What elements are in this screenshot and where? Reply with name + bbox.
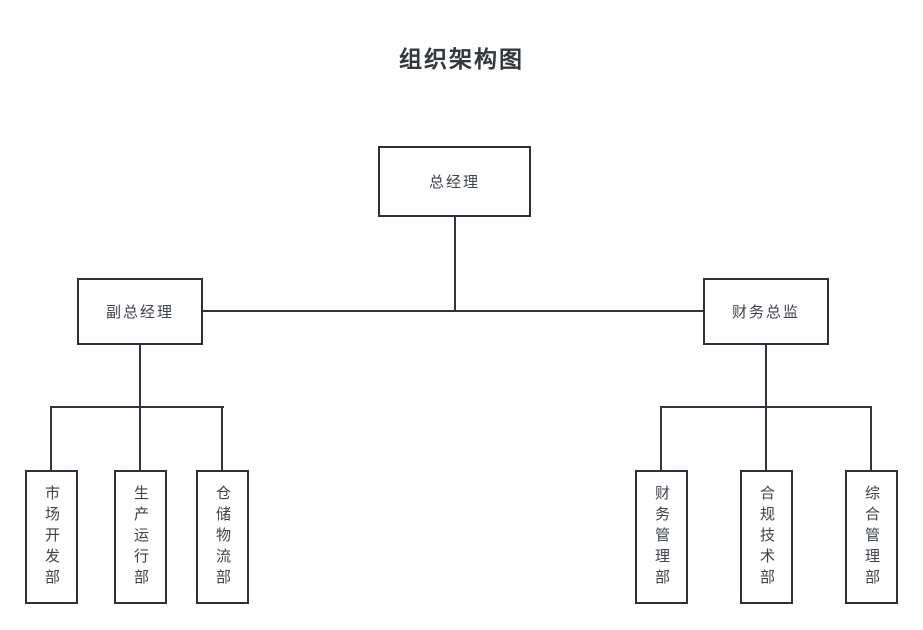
org-node-compliance-tech-label: 合规技术部: [758, 484, 775, 590]
org-node-deputy[interactable]: 副总经理: [77, 278, 203, 345]
connector-ceo-down: [454, 217, 456, 311]
connector-left-drop-3: [221, 406, 223, 470]
org-node-finance-director-label: 财务总监: [731, 304, 800, 321]
org-node-deputy-label: 副总经理: [105, 304, 174, 321]
connector-finance-down: [765, 345, 767, 407]
org-node-production-ops[interactable]: 生产运行部: [114, 470, 167, 604]
connector-level2-horizontal: [203, 310, 703, 312]
connector-left-rail: [50, 406, 224, 408]
org-node-production-ops-label: 生产运行部: [132, 484, 149, 590]
org-node-warehouse-logistics[interactable]: 仓储物流部: [196, 470, 249, 604]
connector-left-drop-2: [139, 406, 141, 470]
connector-left-drop-1: [50, 406, 52, 470]
org-node-warehouse-logistics-label: 仓储物流部: [214, 484, 231, 590]
org-node-market-dev[interactable]: 市场开发部: [25, 470, 78, 604]
org-node-compliance-tech[interactable]: 合规技术部: [740, 470, 793, 604]
org-node-general-mgmt[interactable]: 综合管理部: [845, 470, 898, 604]
page-title: 组织架构图: [399, 46, 524, 72]
org-node-finance-mgmt-label: 财务管理部: [653, 484, 670, 590]
connector-right-drop-1: [660, 406, 662, 470]
org-node-general-mgmt-label: 综合管理部: [863, 484, 880, 590]
org-node-ceo[interactable]: 总经理: [378, 146, 531, 217]
connector-right-drop-2: [765, 406, 767, 470]
org-node-ceo-label: 总经理: [428, 174, 480, 191]
connector-deputy-down: [139, 345, 141, 407]
org-node-finance-mgmt[interactable]: 财务管理部: [635, 470, 688, 604]
connector-right-drop-3: [870, 406, 872, 470]
org-node-market-dev-label: 市场开发部: [43, 484, 60, 590]
org-node-finance-director[interactable]: 财务总监: [703, 278, 829, 345]
